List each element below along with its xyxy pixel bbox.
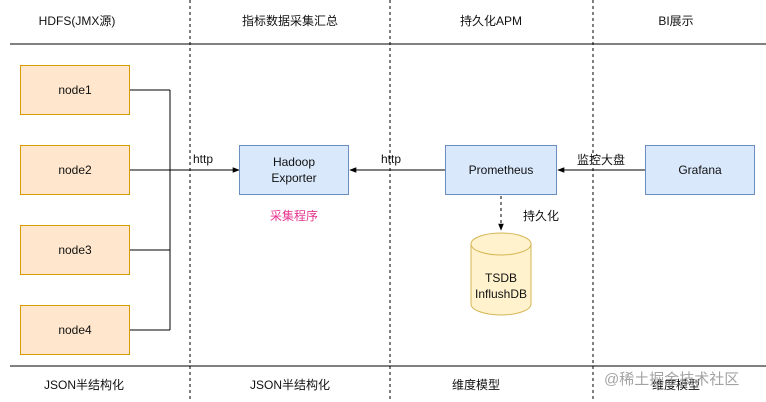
label-http-nodes: http xyxy=(193,152,214,166)
storage-line2: InflushDB xyxy=(474,287,528,301)
node2-box: node2 xyxy=(20,145,130,195)
label-persist: 持久化 xyxy=(523,209,560,223)
header-hdfs: HDFS(JMX源) xyxy=(38,14,116,28)
node4-label: node4 xyxy=(58,323,92,337)
footer-apm: 维度模型 xyxy=(451,378,501,392)
exporter-line1: Hadoop xyxy=(272,155,316,169)
exporter-caption: 采集程序 xyxy=(270,209,319,223)
node1-label: node1 xyxy=(58,83,92,97)
exporter-line2: Exporter xyxy=(271,171,317,185)
footer-hdfs: JSON半结构化 xyxy=(43,378,125,392)
node1-box: node1 xyxy=(20,65,130,115)
storage-line1: TSDB xyxy=(484,271,517,285)
prometheus-box: Prometheus xyxy=(445,145,557,195)
node2-label: node2 xyxy=(58,163,92,177)
node4-box: node4 xyxy=(20,305,130,355)
footer-collection: JSON半结构化 xyxy=(249,378,331,392)
watermark: @稀土掘金技术社区 xyxy=(604,371,740,388)
storage-label: TSDB InflushDB xyxy=(470,270,532,302)
grafana-label: Grafana xyxy=(678,163,722,177)
storage-cylinder xyxy=(470,232,532,316)
footer-bi: 维度模型 xyxy=(651,378,701,392)
label-dashboard: 监控大盘 xyxy=(577,153,626,167)
hadoop-exporter-box: Hadoop Exporter xyxy=(239,145,349,195)
header-apm: 持久化APM xyxy=(459,14,523,28)
node3-label: node3 xyxy=(58,243,92,257)
header-collection: 指标数据采集汇总 xyxy=(241,14,339,28)
prometheus-label: Prometheus xyxy=(468,163,534,177)
node3-box: node3 xyxy=(20,225,130,275)
header-bi: BI展示 xyxy=(658,14,694,28)
grafana-box: Grafana xyxy=(645,145,755,195)
label-http-prometheus: http xyxy=(381,152,402,166)
